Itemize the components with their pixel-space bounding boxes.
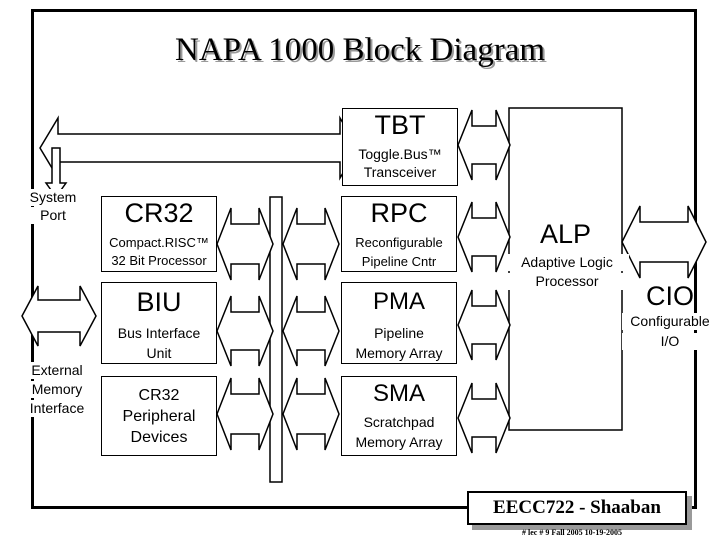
pma-link-arrow <box>282 295 340 367</box>
peripheral-link-arrow <box>216 377 274 451</box>
system-port-line2: Port <box>22 207 84 224</box>
cr32-desc-line1: Compact.RISC™ <box>109 235 209 250</box>
peripheral-line2: Peripheral <box>122 408 196 425</box>
cr32-link-arrow <box>216 207 274 281</box>
pma-alp-arrow <box>457 289 511 361</box>
biu-name: BIU <box>136 287 182 317</box>
cio-desc-line2: I/O <box>622 333 718 350</box>
lecture-meta: # lec # 9 Fall 2005 10-19-2005 <box>522 528 622 537</box>
sma-name: SMA <box>372 380 425 407</box>
rpc-desc-line1: Reconfigurable <box>355 235 443 250</box>
tbt-desc-line1: Toggle.Bus™ <box>358 146 442 162</box>
sma-desc-line1: Scratchpad <box>363 414 435 430</box>
peripheral-line3: Devices <box>130 429 188 446</box>
system-port-arrow <box>44 147 68 199</box>
system-port-line1: System <box>22 189 84 206</box>
cio-name: CIO <box>645 281 694 311</box>
alp-desc-line1: Adaptive Logic <box>505 254 629 271</box>
cr32-name: CR32 <box>124 198 194 228</box>
sma-box <box>341 376 457 456</box>
tbt-bus-arrow <box>39 115 359 181</box>
rpc-name: RPC <box>370 198 428 228</box>
biu-desc-line2: Unit <box>146 345 172 361</box>
external-memory-line1: External <box>20 362 94 379</box>
pma-desc-line2: Memory Array <box>355 345 443 361</box>
pma-desc-line1: Pipeline <box>374 325 424 341</box>
cio-arrow <box>621 205 707 279</box>
peripheral-box <box>101 376 217 456</box>
course-footer: EECC722 - Shaaban <box>467 491 687 525</box>
pma-box <box>341 282 457 364</box>
rpc-alp-arrow <box>457 201 511 273</box>
rpc-link-arrow <box>282 207 340 281</box>
cr32-box <box>101 196 217 272</box>
external-memory-line3: Interface <box>20 400 94 417</box>
alp-name: ALP <box>539 219 592 249</box>
cr32-desc-line2: 32 Bit Processor <box>111 253 207 268</box>
rpc-box <box>341 196 457 272</box>
tbt-name: TBT <box>374 110 426 140</box>
tbt-box <box>342 108 458 186</box>
sma-alp-arrow <box>457 382 511 454</box>
biu-desc-line1: Bus Interface <box>117 325 201 341</box>
alp-desc-line2: Processor <box>505 273 629 290</box>
page-title: NAPA 1000 Block Diagram <box>174 32 546 68</box>
biu-link-arrow <box>216 295 274 367</box>
peripheral-line1: CR32 <box>138 387 180 404</box>
sma-link-arrow <box>282 377 340 451</box>
tbt-alp-arrow <box>457 109 511 181</box>
tbt-desc-line2: Transceiver <box>363 164 437 180</box>
sma-desc-line2: Memory Array <box>355 434 443 450</box>
external-memory-arrow <box>21 285 97 347</box>
cio-desc-line1: Configurable <box>622 313 718 330</box>
external-memory-line2: Memory <box>20 381 94 398</box>
rpc-desc-line2: Pipeline Cntr <box>361 254 437 269</box>
pma-name: PMA <box>372 288 425 315</box>
biu-box <box>101 282 217 364</box>
